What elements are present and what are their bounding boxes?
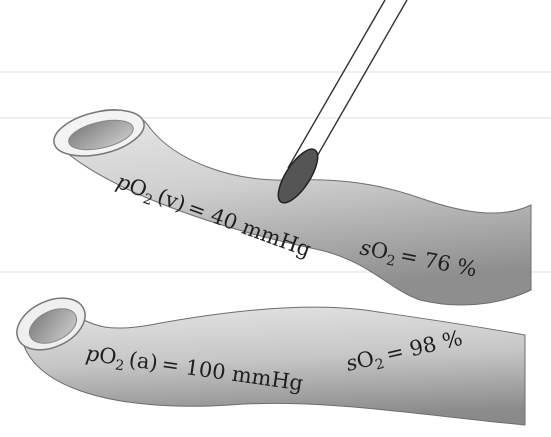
needle-probe [271, 0, 407, 209]
